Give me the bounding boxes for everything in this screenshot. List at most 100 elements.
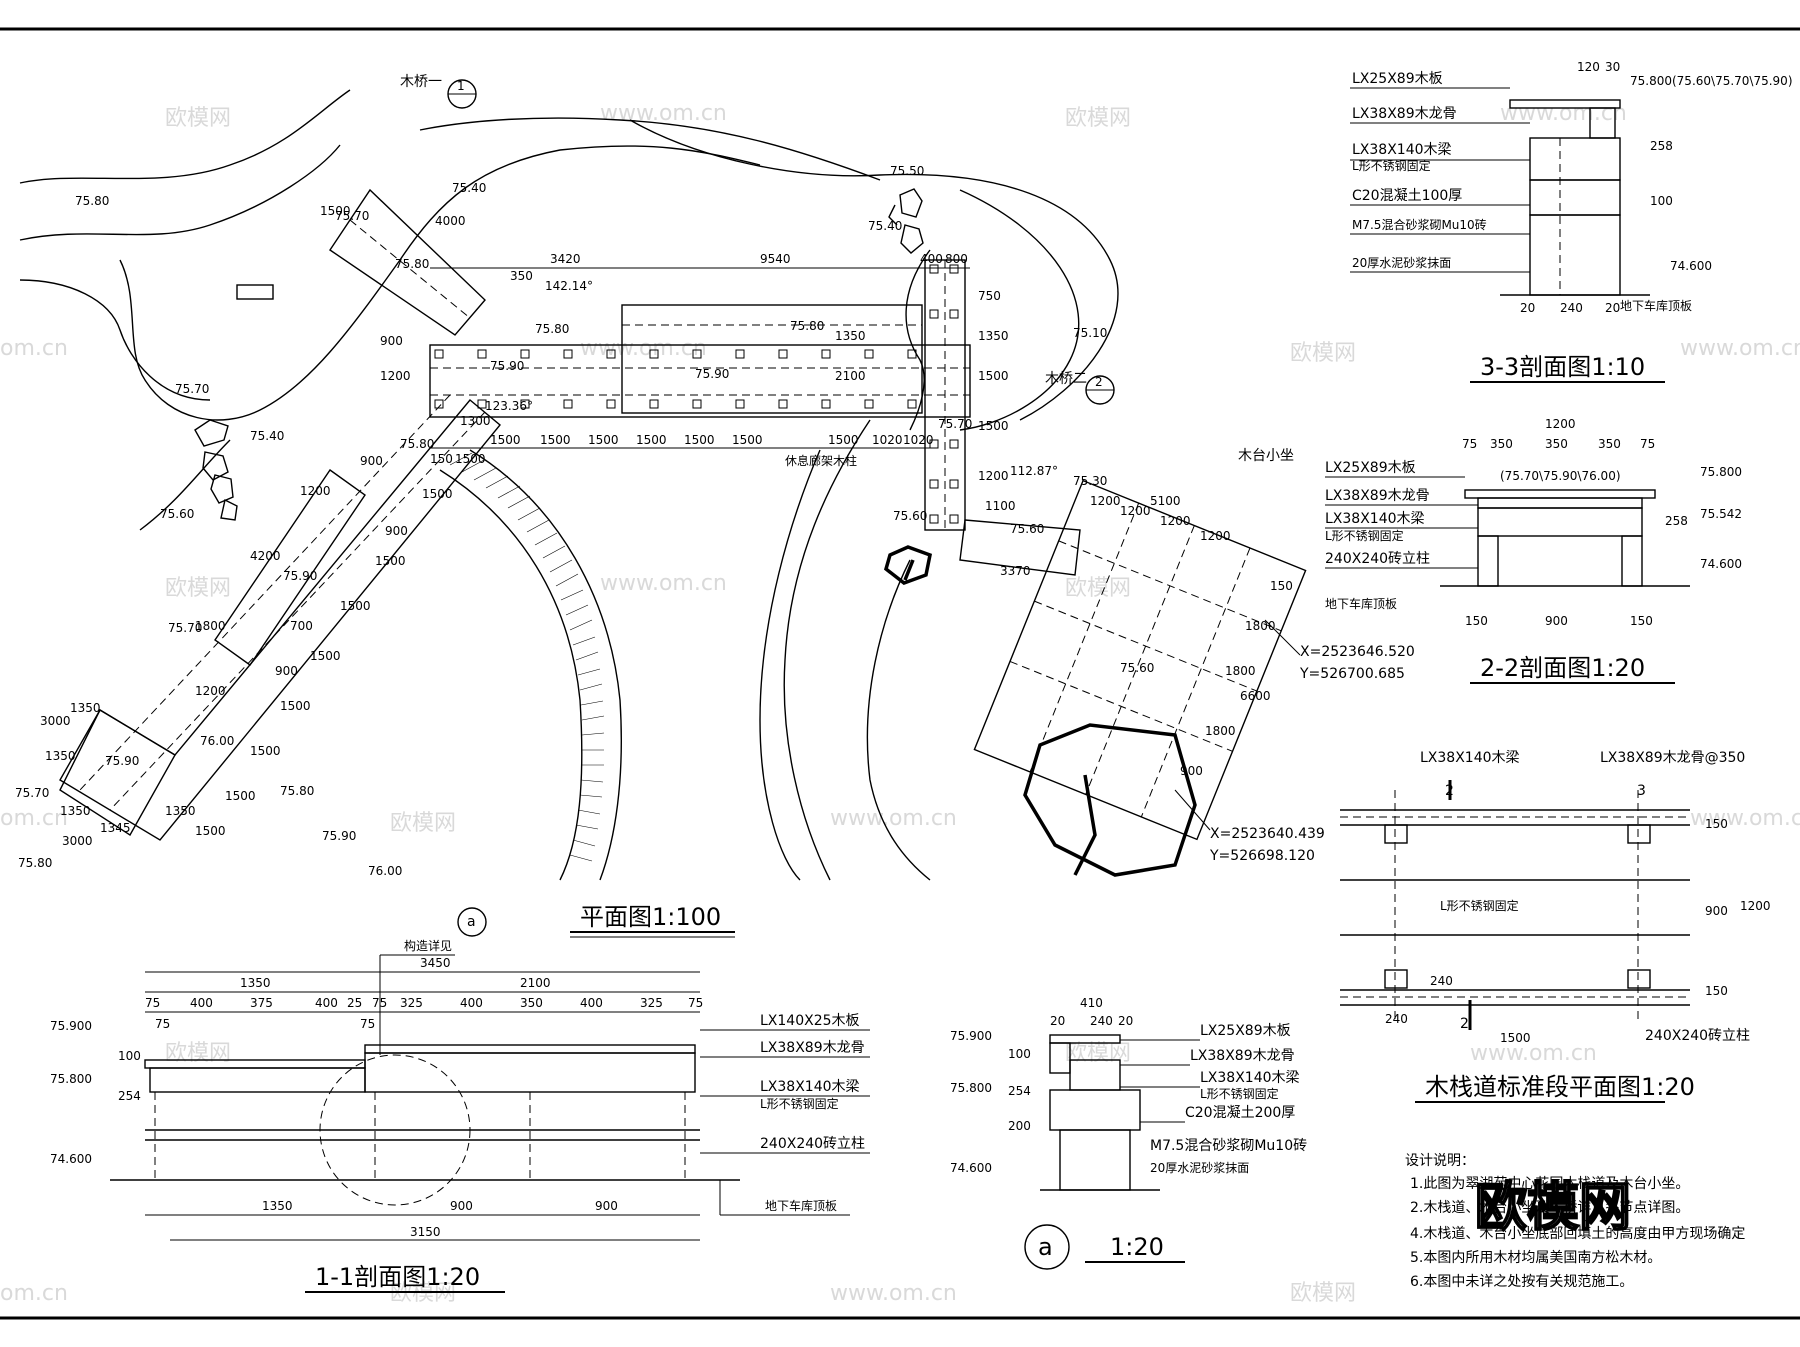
shore-line: [759, 449, 821, 881]
dim-text: 900: [1545, 614, 1568, 628]
elevation-text: 75.60: [160, 507, 194, 521]
watermark-brand: 欧模网: [165, 576, 231, 601]
section-title: 2-2剖面图1:20: [1480, 654, 1645, 682]
section-1-1: 构造详见 a 3450 1350 2100 75 400 375 400 25 …: [50, 907, 870, 1293]
dim-text: 1350: [240, 976, 271, 990]
elevation-text: 75.70: [15, 786, 49, 800]
shore-line: [629, 119, 1119, 421]
seat-label: 木台小坐: [1238, 448, 1294, 464]
dim-text: 200: [1008, 1119, 1031, 1133]
material-label: LX38X89木龙骨: [760, 1040, 865, 1056]
dim-text: 1200: [195, 684, 226, 698]
dim-text: 1300: [460, 414, 491, 428]
dim-text: 1500: [250, 744, 281, 758]
dim-text: 150: [1270, 579, 1293, 593]
shore-line: [783, 419, 871, 881]
dim-text: 3000: [62, 834, 93, 848]
dim-text: 1350: [70, 701, 101, 715]
stone-rect: [236, 284, 274, 300]
dim-text: 150: [430, 452, 453, 466]
dim-text: 150: [1465, 614, 1488, 628]
dim-text: 350: [510, 269, 533, 283]
material-label: LX25X89木板: [1200, 1023, 1291, 1039]
shore-line: [905, 249, 931, 431]
plan-title: 平面图1:100: [580, 903, 721, 931]
shore-line: [866, 559, 931, 881]
dim-text: 400: [460, 996, 483, 1010]
drawing-frame: [0, 27, 1800, 1320]
material-label: LX38X140木梁: [1200, 1070, 1300, 1086]
dim-text: 1500: [540, 433, 571, 447]
dim-text: 150: [1705, 817, 1728, 831]
dim-text: 120: [1577, 60, 1600, 74]
elevation-text: 75.800: [50, 1072, 92, 1086]
dim-text: 1350: [835, 329, 866, 343]
dim-text: 1800: [195, 619, 226, 633]
elevation-text: 75.50: [890, 164, 924, 178]
dim-text: 20: [1050, 1014, 1065, 1028]
dim-text: 1350: [978, 329, 1009, 343]
dim-text: 3420: [550, 252, 581, 266]
material-label: LX38X89木龙骨: [1325, 488, 1430, 504]
dim-text: 750: [978, 289, 1001, 303]
watermark-url: www.om.cn: [830, 1281, 957, 1306]
detail-mark: a: [467, 914, 476, 930]
standard-segment-plan: LX38X140木梁 LX38X89木龙骨@350 L形不锈钢固定 240X24…: [1340, 750, 1771, 1103]
dim-text: 100: [1650, 194, 1673, 208]
dim-text: 900: [380, 334, 403, 348]
elevation-text: 75.80: [400, 437, 434, 451]
elevation-text: 75.90: [695, 367, 729, 381]
diagonal-walkway: [59, 394, 501, 841]
coordinate-x: X=2523646.520: [1300, 644, 1415, 660]
shore-line: [119, 145, 761, 421]
shore-line: [959, 189, 1080, 431]
dim-text: 400: [580, 996, 603, 1010]
shore-line: [19, 279, 211, 401]
plan-view: 平面图1:100 木桥一 1 木桥二 2 木台小坐 休息廊架木柱 3420 95…: [15, 74, 1415, 938]
dim-text: 1500: [225, 789, 256, 803]
material-label: L形不锈钢固定: [1440, 898, 1519, 913]
angle-text: 123.36°: [485, 399, 533, 413]
angle-text: 112.87°: [1010, 464, 1058, 478]
detail-label: 构造详见: [404, 938, 452, 953]
dim-text: 400: [920, 252, 943, 266]
shore-line: [19, 89, 351, 184]
dim-text: 75: [688, 996, 703, 1010]
wood-deck-platform: [973, 479, 1307, 841]
elevation-text: 74.600: [950, 1161, 992, 1175]
elevation-text: 75.30: [1073, 474, 1107, 488]
elevation-text: 76.00: [368, 864, 402, 878]
elevation-text: 75.70: [168, 621, 202, 635]
dim-text: 900: [1180, 764, 1203, 778]
section-3-3: LX25X89木板 LX38X89木龙骨 LX38X140木梁 L形不锈钢固定 …: [1350, 60, 1793, 383]
dim-text: 1500: [320, 204, 351, 218]
dim-text: 9540: [760, 252, 791, 266]
dim-text: 1200: [380, 369, 411, 383]
elevation-text: 75.70: [938, 417, 972, 431]
material-label: LX38X140木梁: [1420, 750, 1520, 766]
dim-text: 900: [450, 1199, 473, 1213]
dim-text: 3000: [40, 714, 71, 728]
dim-text: 240: [1560, 301, 1583, 315]
dim-text: 1500: [684, 433, 715, 447]
material-label: C20混凝土100厚: [1352, 188, 1462, 204]
elevation-text: 75.60: [893, 509, 927, 523]
elevation-text: 75.10: [1073, 326, 1107, 340]
watermark-url: www.om.cn: [580, 336, 707, 361]
stepping-stone-arc: [439, 449, 622, 881]
dim-text: 1500: [280, 699, 311, 713]
material-label: L形不锈钢固定: [760, 1096, 839, 1111]
material-label: LX140X25木板: [760, 1013, 860, 1029]
dim-text: 1500: [422, 487, 453, 501]
dim-text: 1500: [310, 649, 341, 663]
elevation-text: 74.600: [1670, 259, 1712, 273]
elevation-text: 76.00: [200, 734, 234, 748]
dim-text: 1500: [490, 433, 521, 447]
dim-text: 6600: [1240, 689, 1271, 703]
dim-text: 75: [145, 996, 160, 1010]
material-label: M7.5混合砂浆砌Mu10砖: [1352, 217, 1487, 232]
angle-text: 142.14°: [545, 279, 593, 293]
material-label: 240X240砖立柱: [760, 1136, 865, 1152]
dim-text: 400: [315, 996, 338, 1010]
watermark-brand: 欧模网: [1065, 576, 1131, 601]
